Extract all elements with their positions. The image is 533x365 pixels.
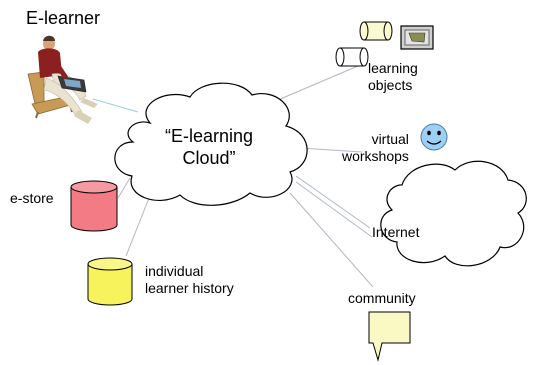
- connector-community: [289, 192, 374, 288]
- internet-cloud-icon: [380, 160, 527, 267]
- internet-label: Internet: [372, 224, 420, 240]
- virtual-workshops-line2: workshops: [342, 148, 409, 164]
- cloud-label-line1: “E-learning: [164, 126, 254, 146]
- learner-history-line2: learner history: [145, 280, 234, 296]
- connector-internet-2: [295, 181, 373, 238]
- history-database-icon: [87, 257, 133, 306]
- virtual-workshops-label: virtual workshops: [342, 131, 409, 165]
- community-label: community: [348, 290, 416, 306]
- virtual-workshops-line1: virtual: [371, 131, 409, 147]
- cylinder-objects-icon: [335, 21, 393, 67]
- connector-internet-1: [295, 175, 371, 229]
- smiley-face-icon: [420, 123, 448, 151]
- connector-user: [92, 98, 139, 113]
- estore-label: e-store: [10, 190, 54, 206]
- connector-objects: [270, 62, 366, 104]
- learner-history-line1: individual: [145, 263, 204, 279]
- learning-objects-line1: learning: [368, 60, 418, 76]
- learning-objects-label: learning objects: [368, 60, 418, 94]
- learning-objects-line2: objects: [368, 77, 413, 93]
- cloud-label-line2: Cloud”: [182, 148, 236, 168]
- connector-estore: [117, 177, 131, 199]
- learner-history-label: individual learner history: [145, 263, 234, 297]
- connectors: [92, 62, 374, 288]
- estore-database-icon: [70, 180, 118, 232]
- person-at-laptop-icon: [27, 35, 98, 124]
- connector-workshops: [299, 147, 363, 153]
- central-cloud: [114, 82, 308, 206]
- speech-bubble-icon: [368, 311, 411, 362]
- cloud-label: “E-learning Cloud”: [159, 125, 259, 169]
- page-title: E-learner: [26, 8, 101, 28]
- framed-object-icon: [400, 25, 434, 50]
